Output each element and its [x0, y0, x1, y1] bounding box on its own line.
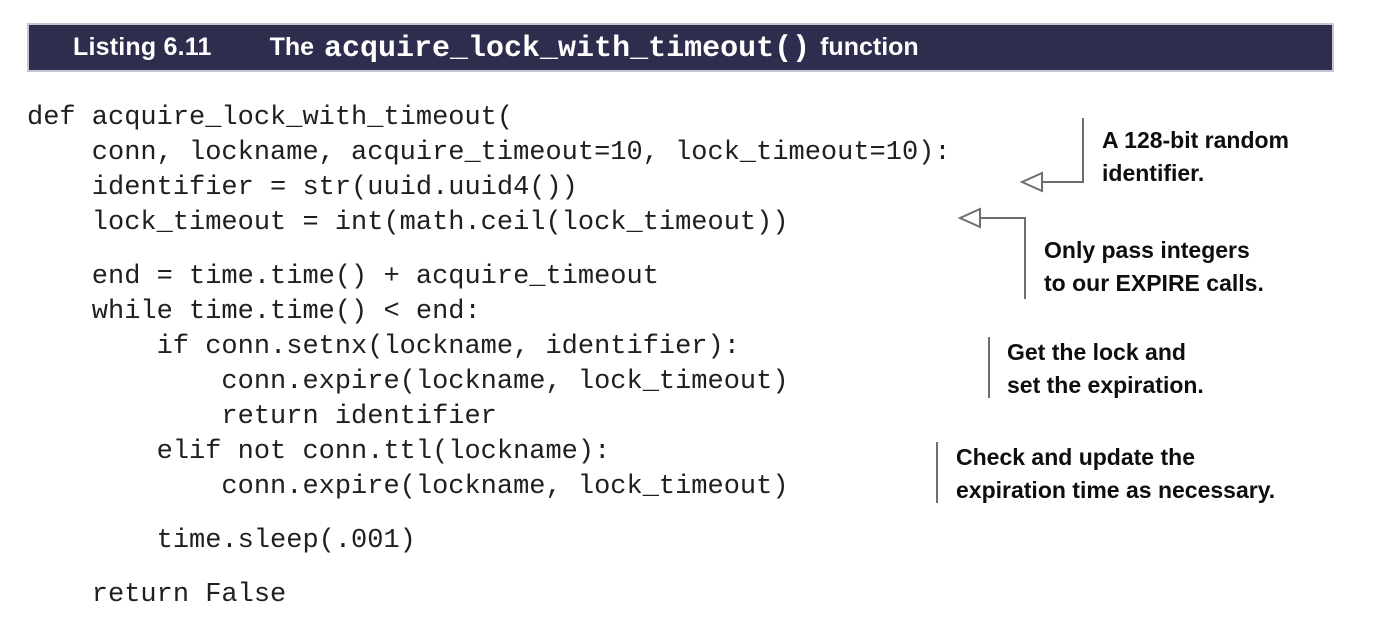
annotation-line: Check and update the	[956, 444, 1195, 470]
elbow-arrow-identifier-icon	[1019, 118, 1084, 193]
listing-number: Listing 6.11	[73, 33, 212, 61]
code-line: return identifier	[27, 402, 497, 432]
code-line: elif not conn.ttl(lockname):	[27, 437, 611, 467]
code-line: conn.expire(lockname, lock_timeout)	[27, 472, 789, 502]
code-listing: def acquire_lock_with_timeout( conn, loc…	[27, 101, 1017, 613]
annotation-line: identifier.	[1102, 160, 1205, 186]
annotation-line: Only pass integers	[1044, 237, 1250, 263]
listing-title: The acquire_lock_with_timeout() function	[269, 31, 919, 66]
code-line: def acquire_lock_with_timeout(	[27, 103, 514, 133]
annotation-line: expiration time as necessary.	[956, 477, 1276, 503]
code-line: if conn.setnx(lockname, identifier):	[27, 332, 740, 362]
code-line-blank	[27, 241, 1017, 260]
annotation-line: Get the lock and	[1007, 339, 1186, 365]
annotation-check-update: Check and update the expiration time as n…	[956, 441, 1275, 507]
listing-title-suffix: function	[820, 32, 919, 61]
annotation-line: A 128-bit random	[1102, 127, 1290, 153]
annotation-expire-integers: Only pass integers to our EXPIRE calls.	[1044, 234, 1264, 300]
code-line: return False	[27, 580, 287, 610]
listing-header-bar: Listing 6.11 The acquire_lock_with_timeo…	[27, 23, 1334, 72]
code-line-blank	[27, 559, 1017, 578]
annotation-rule	[936, 442, 938, 503]
code-line-blank	[27, 505, 1017, 524]
code-line: end = time.time() + acquire_timeout	[27, 262, 659, 292]
annotation-get-lock: Get the lock and set the expiration.	[1007, 336, 1204, 402]
code-line: while time.time() < end:	[27, 297, 481, 327]
code-line: conn.expire(lockname, lock_timeout)	[27, 367, 789, 397]
code-line: conn, lockname, acquire_timeout=10, lock…	[27, 138, 951, 168]
annotation-line: to our EXPIRE calls.	[1044, 270, 1264, 296]
annotation-random-identifier: A 128-bit random identifier.	[1102, 124, 1289, 190]
listing-title-code: acquire_lock_with_timeout()	[324, 31, 811, 66]
code-line: lock_timeout = int(math.ceil(lock_timeou…	[27, 208, 789, 238]
annotation-line: set the expiration.	[1007, 372, 1204, 398]
code-line: identifier = str(uuid.uuid4())	[27, 173, 578, 203]
listing-title-prefix: The	[269, 32, 315, 61]
annotation-rule	[988, 337, 990, 398]
elbow-arrow-expire-icon	[957, 207, 1026, 299]
code-line: time.sleep(.001)	[27, 526, 416, 556]
